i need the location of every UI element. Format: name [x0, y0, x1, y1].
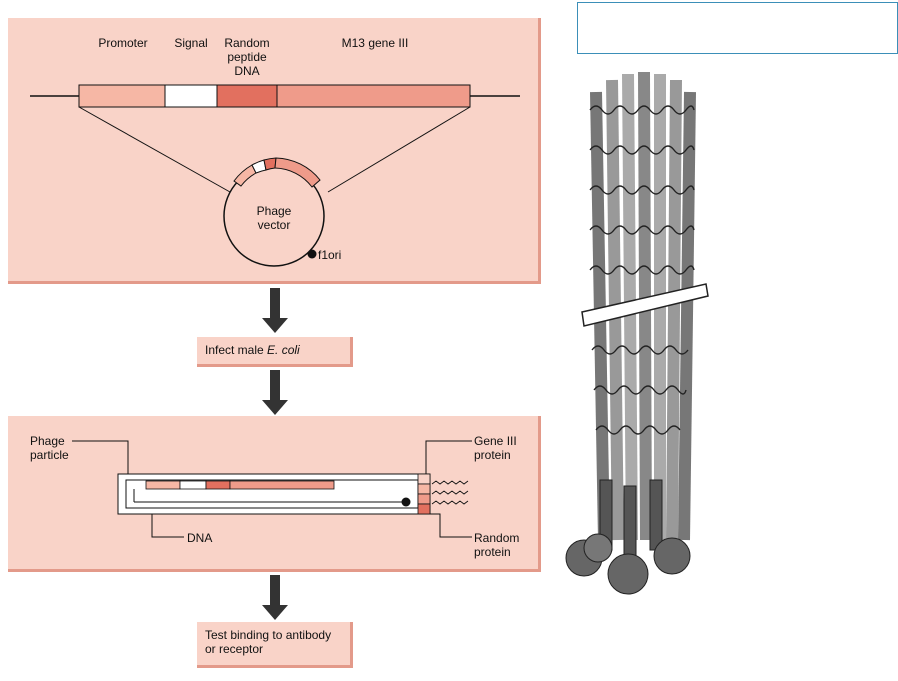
f1ori-dot	[307, 249, 317, 259]
random-dna-segment	[216, 84, 278, 108]
signal-segment	[164, 84, 218, 108]
random-peptide-label-1: Random	[224, 36, 270, 50]
phage-particle-drawing	[117, 473, 469, 515]
plasmid-random-arc	[263, 157, 277, 171]
zoom-line-left	[78, 106, 231, 193]
f1ori-label: f1ori	[318, 248, 342, 262]
promoter-label: Promoter	[98, 36, 148, 50]
down-arrow-icon	[262, 575, 288, 620]
random-protein-label-1: Random	[474, 531, 520, 545]
infect-step-text: Infect male	[205, 343, 268, 357]
down-arrow-icon	[262, 370, 288, 415]
plasmid-gene3-arc	[274, 157, 321, 188]
random-protein-leader	[430, 513, 472, 538]
phage-particle-label-1: Phage	[30, 434, 65, 448]
infect-step-organism: E. coli	[267, 343, 300, 357]
phage-particle-leader	[72, 440, 129, 474]
zoom-line-right	[327, 106, 471, 193]
random-protein-label-2: protein	[474, 545, 511, 559]
caption-box	[577, 2, 898, 54]
dna-label: DNA	[187, 531, 213, 545]
random-peptide-label-3: DNA	[234, 64, 260, 78]
gene3-segment	[276, 84, 471, 108]
gene3-protein-label-1: Gene III	[474, 434, 517, 448]
construct-panel	[8, 18, 541, 284]
signal-label: Signal	[174, 36, 208, 50]
phage-vector-label-2: vector	[257, 218, 291, 232]
binding-step-box: Test binding to antibody or receptor	[197, 622, 353, 668]
gene3-label: M13 gene III	[341, 36, 409, 50]
gene3-protein-leader	[425, 440, 472, 474]
gene3-protein-label-2: protein	[474, 448, 511, 462]
binding-step-text-1: Test binding to antibody	[205, 628, 332, 642]
random-peptide-label-2: peptide	[227, 50, 267, 64]
plasmid-promoter-arc	[233, 164, 257, 187]
infect-step-box: Infect male E. coli	[197, 337, 353, 367]
filamentous-phage-icon	[565, 71, 709, 595]
down-arrow-icon	[262, 288, 288, 333]
binding-step-text-2: or receptor	[205, 642, 264, 656]
promoter-segment	[78, 84, 166, 108]
dna-leader	[151, 514, 184, 538]
phage-particle-label-2: particle	[30, 448, 69, 462]
phage-vector-label-1: Phage	[256, 204, 292, 218]
